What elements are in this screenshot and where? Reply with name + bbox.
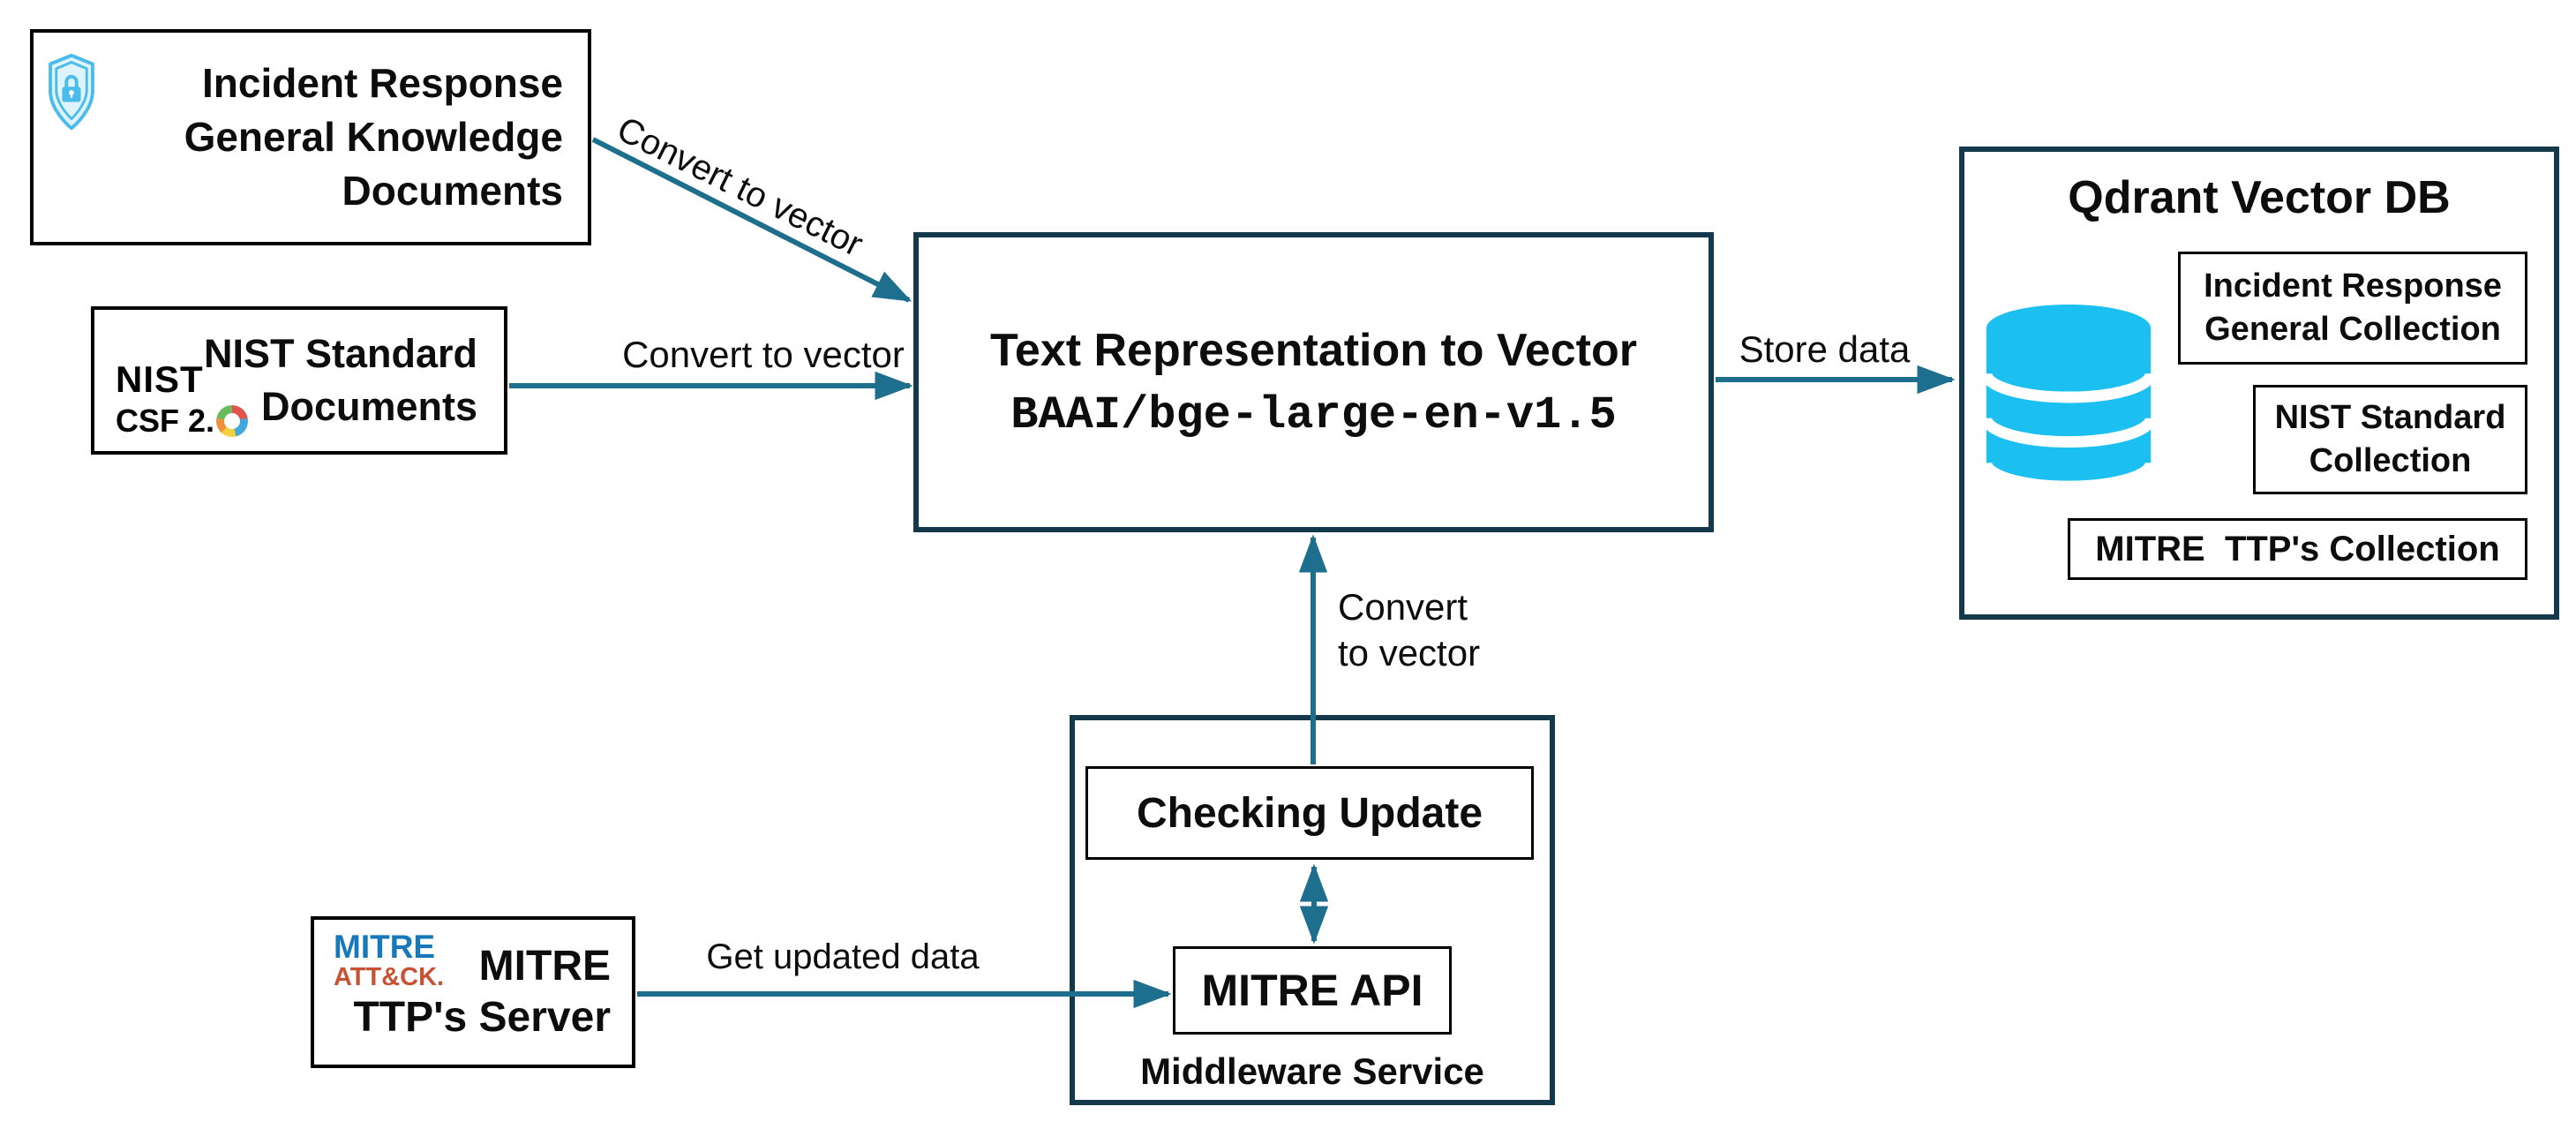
collection-label: NIST Standard: [2274, 399, 2506, 436]
middleware-service-caption: Middleware Service: [1140, 1050, 1484, 1092]
text-representation-box: Text Representation to Vector BAAI/bge-l…: [913, 232, 1714, 532]
csf-label: CSF 2.: [116, 403, 215, 439]
collection-label: Collection: [2309, 442, 2472, 479]
text-representation-title: Text Representation to Vector: [990, 324, 1637, 376]
mitre-server-line: MITRE: [478, 943, 611, 990]
middleware-service-box: Checking Update MITRE API Middleware Ser…: [1070, 715, 1555, 1105]
checking-update-box: Checking Update: [1085, 766, 1534, 860]
embedding-model-name: BAAI/bge-large-en-v1.5: [1010, 388, 1617, 441]
incident-docs-line: Documents: [342, 168, 563, 214]
incident-response-collection-box: Incident Response General Collection: [2178, 252, 2527, 365]
edge-label-convert-to-vector-horizontal: Convert to vector: [622, 334, 905, 375]
nist-docs-line: NIST Standard: [203, 331, 477, 376]
qdrant-vector-db-box: Qdrant Vector DB Incident Response Gener…: [1959, 147, 2559, 620]
nist-docs-line: Documents: [260, 384, 477, 429]
mitre-logo-wordmark: MITRE: [334, 929, 436, 965]
arrow-incident-to-vector: [591, 137, 912, 303]
edge-label-convert-to-vector-diagonal: Convert to vector: [611, 109, 869, 265]
mitre-api-label: MITRE API: [1201, 966, 1423, 1015]
incident-response-docs-box: Incident Response General Knowledge Docu…: [30, 29, 591, 245]
edge-label-store-data: Store data: [1739, 328, 1911, 370]
collection-label: Incident Response: [2204, 267, 2502, 305]
shield-lock-icon: [49, 53, 94, 131]
mitre-api-box: MITRE API: [1173, 946, 1452, 1035]
attack-logo-wordmark: ATT&CK.: [334, 963, 445, 991]
collection-label: MITRE TTP's Collection: [2095, 529, 2500, 568]
incident-docs-line: Incident Response: [202, 60, 563, 106]
mitre-server-line: TTP's Server: [353, 994, 611, 1041]
nist-csf-logo: NIST CSF 2.: [116, 361, 257, 439]
nist-standard-collection-box: NIST Standard Collection: [2253, 385, 2527, 494]
mitre-ttps-server-box: MITRE ATT&CK. MITRE TTP's Server: [311, 916, 635, 1068]
collection-label: General Collection: [2204, 311, 2501, 348]
checking-update-label: Checking Update: [1136, 789, 1483, 837]
database-icon: [1980, 304, 2157, 493]
edge-label-get-updated-data: Get updated data: [706, 937, 980, 976]
edge-label-convert-to-vector-vertical: Convert to vector: [1338, 586, 1481, 674]
nist-standard-docs-box: NIST CSF 2. NIST Standard Documents: [91, 306, 507, 455]
csf-ring-icon: [216, 405, 249, 437]
nist-wordmark: NIST: [116, 358, 204, 400]
incident-docs-line: General Knowledge: [184, 114, 563, 160]
mitre-ttps-collection-box: MITRE TTP's Collection: [2068, 518, 2527, 580]
mitre-attack-logo: MITRE ATT&CK.: [334, 930, 444, 990]
qdrant-title: Qdrant Vector DB: [2068, 172, 2451, 223]
